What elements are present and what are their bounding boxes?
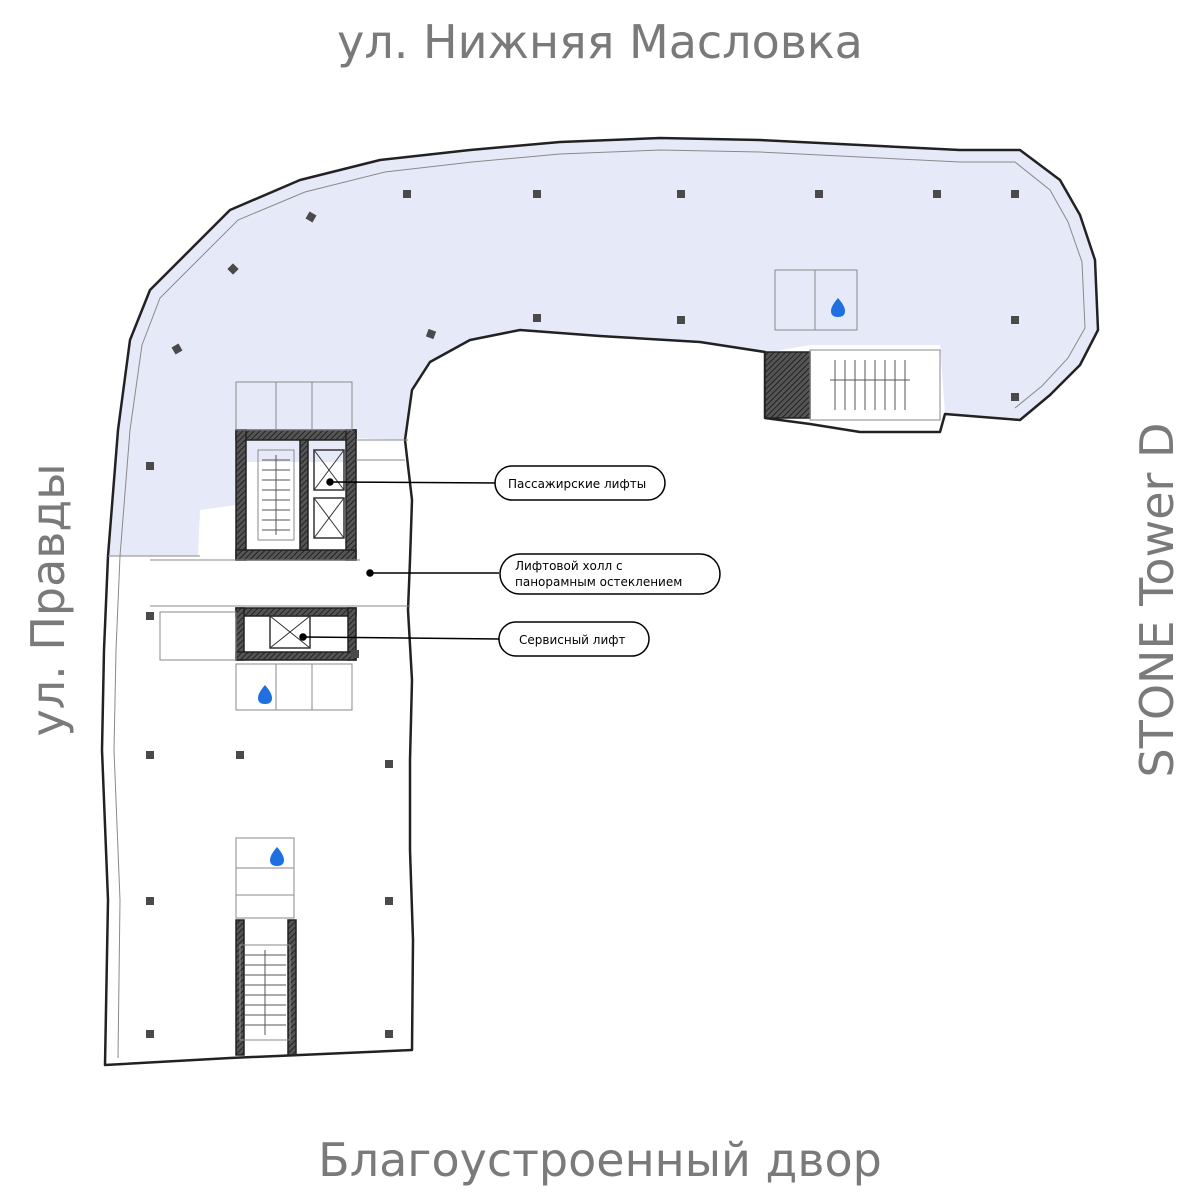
- street-label-bottom: Благоустроенный двор: [318, 1133, 882, 1187]
- stair-icon: [244, 950, 286, 1035]
- callout-passenger-lifts-label: Пассажирские лифты: [508, 477, 646, 491]
- stair-icon: [262, 455, 290, 535]
- core-lower: [235, 919, 297, 1056]
- core-right: [764, 349, 941, 421]
- water-drop-icon: [270, 847, 284, 866]
- callout-passenger-lifts: Пассажирские лифты: [494, 465, 666, 501]
- street-label-left: ул. Правды: [21, 463, 75, 736]
- callout-lift-hall-label-line2: панорамным остеклением: [515, 575, 682, 589]
- street-label-right: STONE Tower D: [1130, 423, 1184, 778]
- column-marker-icon: [146, 190, 1019, 1038]
- wc-block-upper: [235, 381, 353, 431]
- highlighted-area: [108, 138, 1098, 556]
- core-service: [159, 607, 357, 661]
- callout-service-lift: Сервисный лифт: [498, 621, 650, 657]
- building-outline: [100, 136, 1100, 1067]
- wc-block-middle: [235, 663, 353, 711]
- facade-inner-line: [113, 149, 1086, 1059]
- water-drop-icon: [831, 298, 845, 317]
- wc-block-right: [774, 269, 858, 331]
- callout-service-lift-label: Сервисный лифт: [519, 633, 626, 647]
- wc-block-lower: [235, 837, 295, 919]
- water-drop-icon: [258, 685, 272, 704]
- elevator-icon: [269, 615, 311, 649]
- callout-lift-hall: Лифтовой холл с панорамным остеклением: [499, 553, 721, 595]
- street-label-top: ул. Нижняя Масловка: [337, 15, 863, 69]
- stair-icon: [830, 360, 910, 410]
- elevator-icon: [313, 497, 345, 539]
- callout-lift-hall-label-line1: Лифтовой холл с: [515, 559, 623, 573]
- elevator-icon: [313, 449, 345, 491]
- lift-hall-corridor: [150, 439, 410, 607]
- callout-leaders: [299, 478, 500, 641]
